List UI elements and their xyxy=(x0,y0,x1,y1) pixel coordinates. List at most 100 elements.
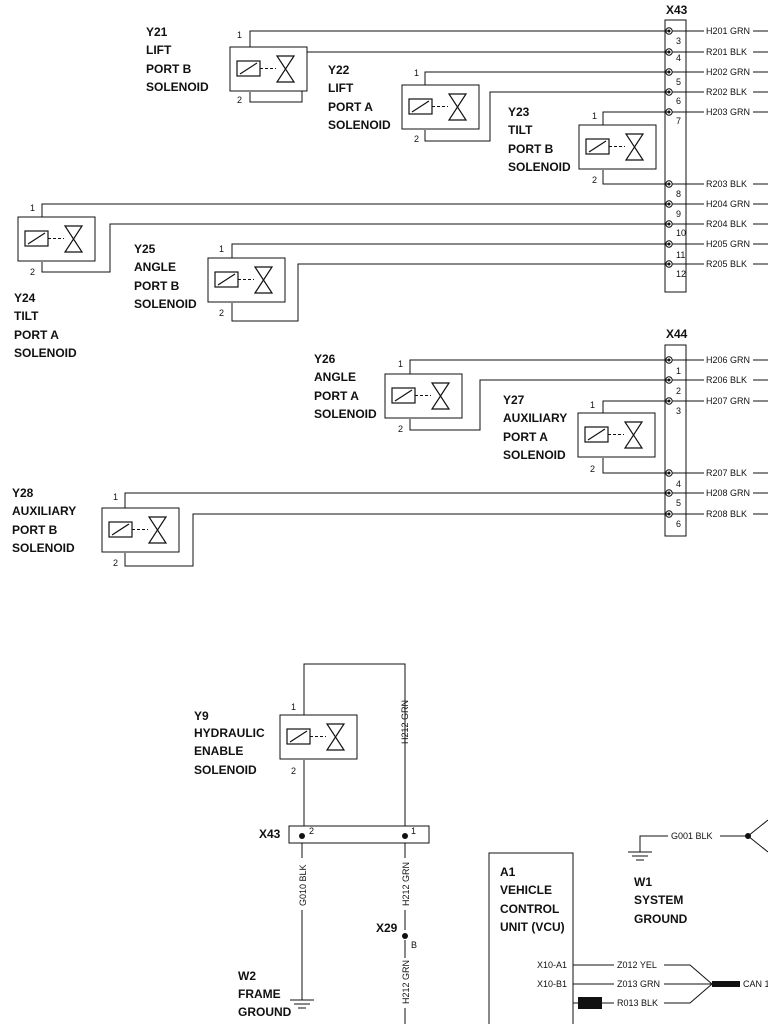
x43-wire-4: R202 BLK xyxy=(672,87,768,97)
x44-pin-number: 6 xyxy=(676,519,681,529)
solenoid-symbol-y23 xyxy=(578,124,657,170)
x44-pin-number: 1 xyxy=(676,366,681,376)
x44-wire-label: H206 GRN xyxy=(706,355,750,365)
w1-label-2: SYSTEM xyxy=(634,893,683,907)
x44-connector xyxy=(664,344,687,537)
x43-wire-10: R205 BLK xyxy=(672,259,768,269)
wire-h212-top-label: H212 GRN xyxy=(400,700,410,744)
solenoid-symbol-y22 xyxy=(401,84,480,130)
y27-label-3: PORT A xyxy=(503,430,548,444)
solenoid-symbol-y9 xyxy=(279,714,358,760)
vcu-pin-a1: X10-A1 xyxy=(537,960,567,970)
y26-pin2: 2 xyxy=(398,424,403,434)
solenoid-y22: Y22 LIFT PORT A SOLENOID 1 2 xyxy=(328,63,668,144)
x44-wire-6: R208 BLK xyxy=(672,509,768,519)
x43-pin-number: 7 xyxy=(676,116,681,126)
vcu-label-3: CONTROL xyxy=(500,902,559,916)
x44-wire-label: H208 GRN xyxy=(706,488,750,498)
x44-wire-label: R206 BLK xyxy=(706,375,747,385)
y22-pin2: 2 xyxy=(414,134,419,144)
x43-pin-number: 8 xyxy=(676,189,681,199)
x43-bottom-pin2-dot xyxy=(299,833,305,839)
x44-terminal-4 xyxy=(665,469,673,477)
y22-label-3: PORT A xyxy=(328,100,373,114)
y9-wire-h212 xyxy=(303,663,406,826)
x43-pin-number: 4 xyxy=(676,53,681,63)
x43-wire-2: R201 BLK xyxy=(672,47,768,57)
y24-wire-h204 xyxy=(41,203,668,218)
solenoid-symbol-y25 xyxy=(207,257,286,303)
y26-wire-r206 xyxy=(409,379,668,431)
x43-wire-7: H204 GRN xyxy=(672,199,768,209)
y24-pin2: 2 xyxy=(30,267,35,277)
solenoid-y23: Y23 TILT PORT B SOLENOID 1 2 xyxy=(508,105,668,185)
solenoid-y21: Y21 LIFT PORT B SOLENOID 1 2 xyxy=(146,25,668,105)
y9-label-1: Y9 xyxy=(194,709,209,723)
x43-wire-label: R201 BLK xyxy=(706,47,747,57)
solenoid-y9: Y9 HYDRAULIC ENABLE SOLENOID 1 2 xyxy=(194,663,406,826)
x43-top-label: X43 xyxy=(666,3,688,17)
r013-label: R013 BLK xyxy=(617,998,658,1008)
x44-label: X44 xyxy=(666,327,688,341)
x44-wire-label: R208 BLK xyxy=(706,509,747,519)
y26-wire-h206 xyxy=(409,359,668,375)
y25-label-1: Y25 xyxy=(134,242,156,256)
solenoid-y25: Y25 ANGLE PORT B SOLENOID 1 2 xyxy=(134,242,668,322)
y25-label-2: ANGLE xyxy=(134,260,176,274)
y26-label-2: ANGLE xyxy=(314,370,356,384)
y22-wire-h202 xyxy=(424,71,668,86)
y25-wire-h205 xyxy=(231,243,668,259)
x44-wire-label: R207 BLK xyxy=(706,468,747,478)
y9-pin2: 2 xyxy=(291,766,296,776)
vcu-box xyxy=(488,852,574,1024)
x29-pin-dot xyxy=(402,933,408,939)
x44-wire-4: R207 BLK xyxy=(672,468,768,478)
frame-ground-symbol xyxy=(290,999,314,1009)
x43-pin-number: 10 xyxy=(676,228,686,238)
x43-wire-label: R204 BLK xyxy=(706,219,747,229)
x44-wire-label: H207 GRN xyxy=(706,396,750,406)
y24-label-4: SOLENOID xyxy=(14,346,77,360)
x44-pin-number: 5 xyxy=(676,498,681,508)
y25-pin1: 1 xyxy=(219,244,224,254)
x43-wire-label: R202 BLK xyxy=(706,87,747,97)
x43-bottom-connector: X43 2 1 xyxy=(259,825,430,844)
y23-wire-h203 xyxy=(602,111,668,126)
w2-label-2: FRAME xyxy=(238,987,281,1001)
solenoid-symbol-y26 xyxy=(384,373,463,419)
y24-pin1: 1 xyxy=(30,203,35,213)
x43-bottom-label: X43 xyxy=(259,827,281,841)
x43-wire-3: H202 GRN xyxy=(672,67,768,77)
x43-wire-6: R203 BLK xyxy=(672,179,768,189)
x43-wire-5: H203 GRN xyxy=(672,107,768,117)
wire-h212-low-label: H212 GRN xyxy=(401,960,411,1004)
y23-label-3: PORT B xyxy=(508,142,554,156)
y27-wire-h207 xyxy=(602,400,668,414)
y28-pin1: 1 xyxy=(113,492,118,502)
x43-wire-label: R203 BLK xyxy=(706,179,747,189)
x44-wire-1: H206 GRN xyxy=(672,355,768,365)
x43-wire-label: H203 GRN xyxy=(706,107,750,117)
can-bundle xyxy=(712,981,740,987)
x43-pin-number: 9 xyxy=(676,209,681,219)
x43-pin-number: 3 xyxy=(676,36,681,46)
x44-wire-2: R206 BLK xyxy=(672,375,768,385)
vcu-label-2: VEHICLE xyxy=(500,883,552,897)
y21-pin2: 2 xyxy=(237,95,242,105)
y9-label-3: ENABLE xyxy=(194,744,243,758)
y23-pin1: 1 xyxy=(592,111,597,121)
y23-pin2: 2 xyxy=(592,175,597,185)
y23-wire-r203 xyxy=(602,170,668,185)
y22-label-2: LIFT xyxy=(328,81,354,95)
y28-label-1: Y28 xyxy=(12,486,34,500)
y23-label-1: Y23 xyxy=(508,105,530,119)
y9-pin1: 1 xyxy=(291,702,296,712)
x43-wire-8: R204 BLK xyxy=(672,219,768,229)
y25-wire-r205 xyxy=(231,263,668,322)
x43-bottom-pin1-dot xyxy=(402,833,408,839)
y9-label-4: SOLENOID xyxy=(194,763,257,777)
y26-label-3: PORT A xyxy=(314,389,359,403)
y24-label-3: PORT A xyxy=(14,328,59,342)
z012-label: Z012 YEL xyxy=(617,960,657,970)
x29-label: X29 xyxy=(376,921,398,935)
